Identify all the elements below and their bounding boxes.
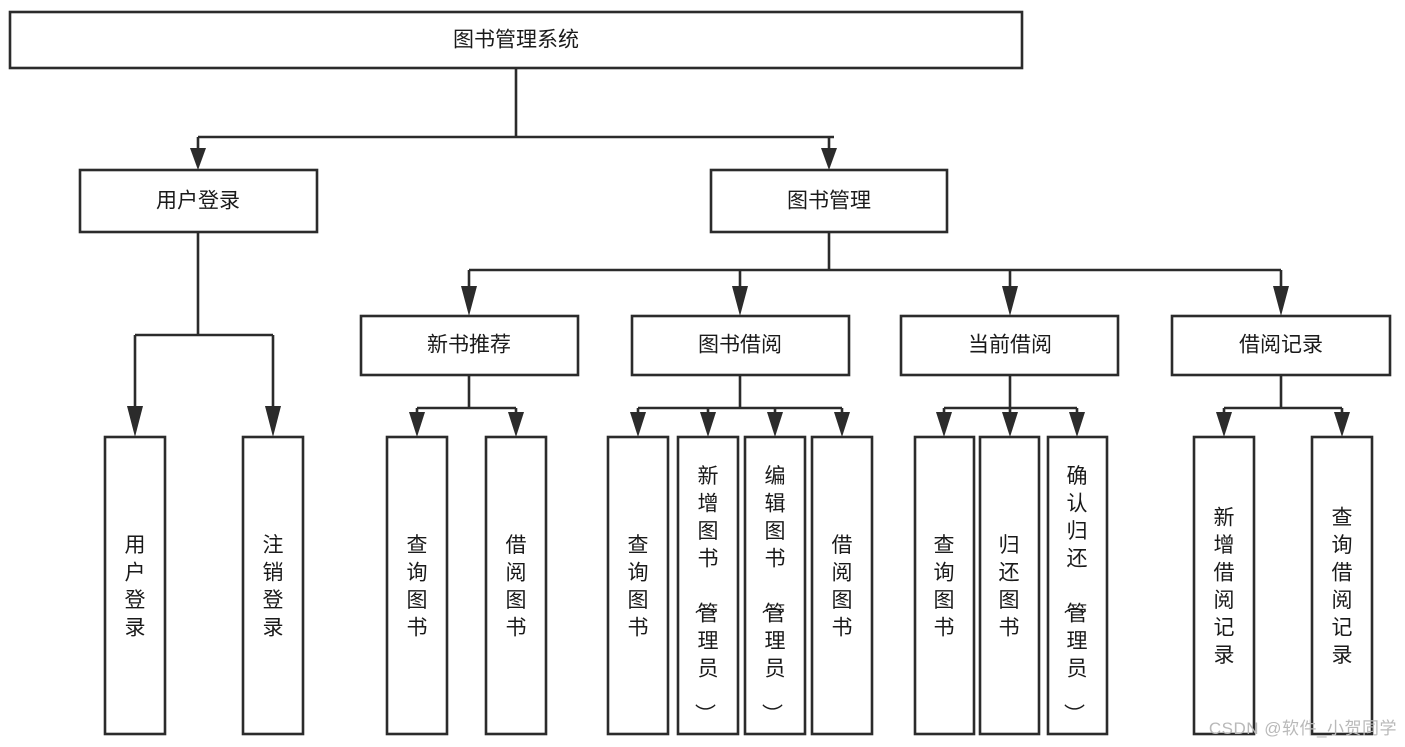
node-leaf-add-borrow-record-label: 新增借阅记录: [1214, 506, 1235, 667]
node-leaf-edit-book-admin-label: 编辑图书（管理员）: [760, 465, 786, 724]
node-leaf-confirm-return-admin-label: 确认归还（管理员）: [1062, 465, 1088, 724]
node-borrow-record-box[interactable]: [1170, 314, 1392, 377]
node-leaf-borrow-book-1-label: 借阅图书: [506, 534, 527, 640]
connector-group-user-login: [127, 232, 281, 437]
node-root[interactable]: 图书管理系统: [8, 10, 1024, 70]
node-book-borrow-box[interactable]: [630, 314, 851, 377]
node-leaf-query-book-2-box[interactable]: [606, 435, 670, 736]
node-leaf-user-login-box[interactable]: [103, 435, 167, 736]
node-leaf-query-borrow-record[interactable]: 查询借阅记录: [1310, 435, 1374, 736]
arrow-head-leaf-edit-book-admin: [767, 412, 783, 437]
arrow-head-book-borrow: [732, 286, 748, 316]
node-current-borrow[interactable]: 当前借阅: [899, 314, 1120, 377]
arrow-head-current-borrow: [1002, 286, 1018, 316]
node-leaf-borrow-book-1-box[interactable]: [484, 435, 548, 736]
node-current-borrow-box[interactable]: [899, 314, 1120, 377]
arrow-head-user-login: [190, 148, 206, 170]
node-leaf-query-book-1-label: 查询图书: [407, 534, 428, 640]
node-leaf-query-borrow-record-label: 查询借阅记录: [1332, 506, 1353, 667]
arrow-head-new-book-recommend: [461, 286, 477, 316]
connector-group-book-borrow: [630, 375, 850, 437]
node-leaf-add-book-admin-box[interactable]: [676, 435, 740, 736]
node-user-login[interactable]: 用户登录: [78, 168, 319, 234]
node-leaf-query-book-3[interactable]: 查询图书: [913, 435, 976, 736]
node-leaf-query-book-3-box[interactable]: [913, 435, 976, 736]
node-leaf-logout-login-box[interactable]: [241, 435, 305, 736]
arrow-head-leaf-borrow-book-1: [508, 412, 524, 437]
node-leaf-edit-book-admin[interactable]: 编辑图书（管理员）: [743, 435, 807, 736]
node-book-borrow-label: 图书借阅: [698, 334, 782, 357]
node-leaf-add-book-admin-label: 新增图书（管理员）: [693, 465, 719, 724]
node-leaf-edit-book-admin-box[interactable]: [743, 435, 807, 736]
node-borrow-record-label: 借阅记录: [1239, 334, 1323, 357]
node-borrow-record[interactable]: 借阅记录: [1170, 314, 1392, 377]
arrow-head-leaf-logout-login: [265, 406, 281, 437]
node-leaf-borrow-book-2[interactable]: 借阅图书: [810, 435, 874, 736]
arrow-head-book-manage: [821, 148, 837, 170]
arrow-head-leaf-query-book-2: [630, 412, 646, 437]
node-leaf-add-borrow-record[interactable]: 新增借阅记录: [1192, 435, 1256, 736]
arrow-head-leaf-borrow-book-2: [834, 412, 850, 437]
node-leaf-query-book-2-label: 查询图书: [628, 534, 649, 640]
connector-group-borrow-record: [1216, 375, 1350, 437]
connector-group-current-borrow: [936, 375, 1085, 437]
node-root-label: 图书管理系统: [453, 29, 579, 52]
node-new-book-recommend-label: 新书推荐: [427, 334, 511, 357]
node-leaf-logout-login-label: 注销登录: [263, 534, 284, 640]
node-leaf-borrow-book-2-label: 借阅图书: [832, 534, 853, 640]
arrow-head-borrow-record: [1273, 286, 1289, 316]
node-leaf-borrow-book-2-box[interactable]: [810, 435, 874, 736]
node-leaf-return-book-box[interactable]: [978, 435, 1041, 736]
arrow-head-leaf-user-login: [127, 406, 143, 437]
node-root-box[interactable]: [8, 10, 1024, 70]
node-leaf-user-login[interactable]: 用户登录: [103, 435, 167, 736]
arrow-head-leaf-add-borrow-record: [1216, 412, 1232, 437]
connector-group-root: [190, 68, 837, 170]
node-leaf-query-book-2[interactable]: 查询图书: [606, 435, 670, 736]
connector-group-new-book-recommend: [409, 375, 524, 437]
node-leaf-confirm-return-admin-box[interactable]: [1046, 435, 1109, 736]
node-leaf-confirm-return-admin[interactable]: 确认归还（管理员）: [1046, 435, 1109, 736]
node-current-borrow-label: 当前借阅: [968, 334, 1052, 357]
arrow-head-leaf-return-book: [1002, 412, 1018, 437]
node-leaf-return-book[interactable]: 归还图书: [978, 435, 1041, 736]
node-leaf-query-book-3-label: 查询图书: [934, 534, 955, 640]
node-book-manage-box[interactable]: [709, 168, 949, 234]
node-leaf-add-book-admin[interactable]: 新增图书（管理员）: [676, 435, 740, 736]
node-leaf-query-book-1[interactable]: 查询图书: [385, 435, 449, 736]
arrow-head-leaf-query-borrow-record: [1334, 412, 1350, 437]
node-leaf-query-book-1-box[interactable]: [385, 435, 449, 736]
node-user-login-box[interactable]: [78, 168, 319, 234]
node-leaf-logout-login[interactable]: 注销登录: [241, 435, 305, 736]
node-new-book-recommend-box[interactable]: [359, 314, 580, 377]
connector-group-book-manage: [461, 232, 1289, 316]
arrow-head-leaf-query-book-1: [409, 412, 425, 437]
node-leaf-add-borrow-record-box[interactable]: [1192, 435, 1256, 736]
node-new-book-recommend[interactable]: 新书推荐: [359, 314, 580, 377]
arrow-head-leaf-add-book-admin: [700, 412, 716, 437]
node-book-manage-label: 图书管理: [787, 190, 871, 213]
node-leaf-user-login-label: 用户登录: [125, 534, 146, 640]
node-user-login-label: 用户登录: [156, 190, 240, 213]
node-leaf-return-book-label: 归还图书: [999, 534, 1020, 640]
node-book-manage[interactable]: 图书管理: [709, 168, 949, 234]
node-leaf-query-borrow-record-box[interactable]: [1310, 435, 1374, 736]
node-leaf-borrow-book-1[interactable]: 借阅图书: [484, 435, 548, 736]
node-book-borrow[interactable]: 图书借阅: [630, 314, 851, 377]
arrow-head-leaf-query-book-3: [936, 412, 952, 437]
arrow-head-leaf-confirm-return-admin: [1069, 412, 1085, 437]
